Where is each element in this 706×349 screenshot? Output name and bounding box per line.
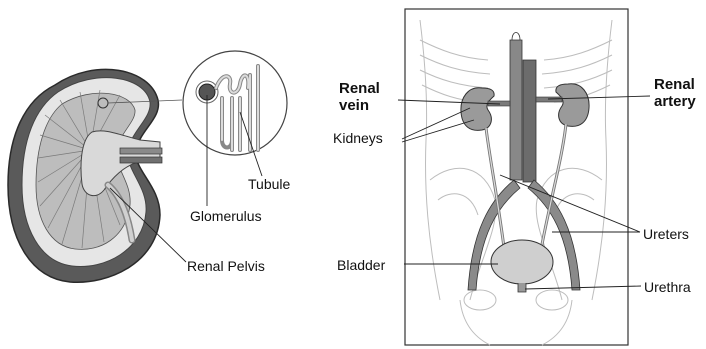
kidney-cross-section (8, 69, 182, 282)
label-renal-artery-line1: Renal (654, 76, 696, 93)
renal-vessel-lower (120, 157, 162, 163)
label-glomerulus: Glomerulus (190, 208, 262, 224)
label-kidneys: Kidneys (333, 130, 383, 146)
vena-cava (523, 60, 536, 182)
renal-vessel-upper (120, 148, 162, 154)
label-renal-pelvis: Renal Pelvis (187, 258, 265, 274)
aorta (510, 40, 522, 180)
label-renal-vein-line2: vein (339, 97, 380, 114)
label-urethra: Urethra (644, 279, 691, 295)
label-bladder: Bladder (337, 257, 385, 273)
label-renal-vein: Renal vein (339, 80, 380, 114)
urinary-system-figure (398, 9, 650, 345)
label-tubule: Tubule (248, 176, 290, 192)
urethra-shape (518, 283, 526, 292)
label-renal-vein-line1: Renal (339, 80, 380, 97)
label-renal-artery-line2: artery (654, 93, 696, 110)
label-renal-artery: Renal artery (654, 76, 696, 110)
bladder-shape (491, 240, 553, 284)
renal-vessel-right (536, 97, 562, 102)
label-ureters: Ureters (643, 226, 689, 242)
zoom-circle (183, 51, 287, 155)
